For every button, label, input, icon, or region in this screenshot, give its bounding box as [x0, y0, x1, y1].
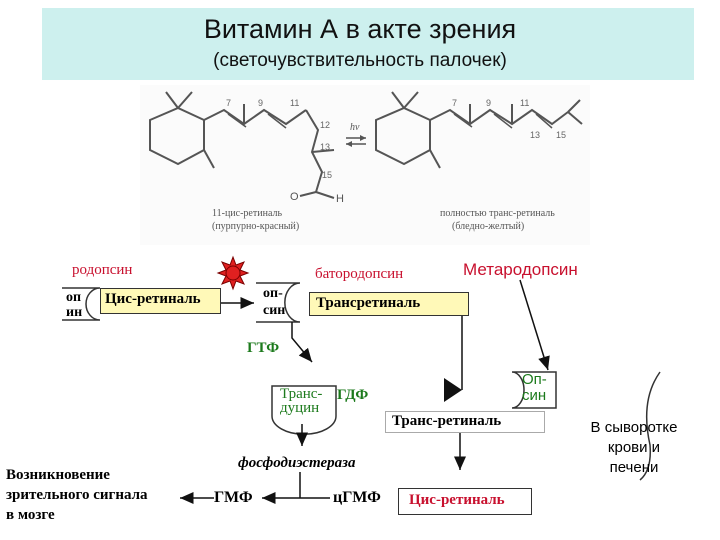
oxygen-label: O [290, 191, 299, 203]
opsin-middle-label: оп- син [263, 285, 285, 319]
gdf-label: ГДФ [337, 387, 369, 403]
transducin-label: Транс- дуцин [280, 386, 323, 416]
right-structure-caption-line1: полностью транс-ретиналь [440, 208, 555, 219]
light-burst-icon [216, 255, 250, 291]
gmf-label: ГМФ [214, 489, 253, 506]
transducin-bottom: дуцин [280, 400, 320, 416]
opsin-right-top: Оп- [522, 371, 547, 388]
opsin-right-bottom: син [522, 387, 547, 404]
opsin-right-label: Оп- син [522, 372, 547, 404]
serum-note-line3: печени [609, 459, 659, 476]
signal-line2: зрительного сигнала [6, 487, 148, 503]
atom-label-7-right: 7 [452, 98, 457, 108]
serum-note-line1: В сыворотке [590, 419, 678, 436]
trans-retinal-structure [375, 91, 583, 169]
atom-label-15-left: 15 [322, 170, 332, 180]
figure-background [140, 85, 590, 245]
opsin-mid-bottom: син [263, 303, 286, 318]
opsin-mid-top: оп- [263, 286, 283, 301]
serum-note-bracket [639, 371, 661, 481]
arrow-to-transducin [291, 322, 313, 363]
atom-label-11-left: 11 [290, 98, 299, 108]
atom-label-13-right: 13 [530, 130, 540, 140]
signal-note: Возникновение зрительного сигнала в мозг… [6, 465, 148, 525]
gtf-label: ГТФ [247, 340, 280, 356]
trans-retinal-label: Транс-ретиналь [385, 411, 545, 433]
transducin-top: Транс- [280, 386, 323, 402]
trans-retinal-box: Трансретиналь [309, 292, 469, 316]
left-structure-caption-line2: (пурпурно-красный) [212, 221, 299, 232]
atom-label-11-right: 11 [520, 98, 529, 108]
cis-retinal-structure [149, 91, 335, 199]
arrow-to-opsin-right [519, 279, 550, 371]
opsin-middle-shape [256, 282, 301, 323]
atom-label-7-left: 7 [226, 98, 231, 108]
atom-label-12-left: 12 [320, 120, 330, 130]
atom-label-13-left: 13 [320, 142, 330, 152]
opsin-left-shape [62, 287, 101, 321]
cis-retinal-bottom-box: Цис-ретиналь [398, 488, 532, 515]
title-banner [42, 8, 694, 80]
left-structure-caption-line1: 11-цис-ретиналь [212, 208, 282, 219]
hv-label: hν [350, 122, 360, 133]
bathorhodopsin-label: батородопсин [315, 266, 404, 282]
page-subtitle: (светочувствительность палочек) [213, 50, 507, 71]
phosphodiesterase-label: фосфодиэстераза [238, 455, 356, 471]
rhodopsin-label: родопсин [72, 262, 133, 278]
serum-note: В сыворотке крови и печени [575, 418, 693, 478]
cgmf-label: цГМФ [333, 489, 381, 506]
signal-line1: Возникновение [6, 467, 110, 483]
atom-label-9-left: 9 [258, 98, 263, 108]
opsin-left-label: оп ин [66, 290, 82, 320]
atom-label-9-right: 9 [486, 98, 491, 108]
atom-label-15-right: 15 [556, 130, 566, 140]
signal-line3: в мозге [6, 507, 55, 523]
hydrogen-label: H [336, 193, 344, 205]
page-title: Витамин А в акте зрения [203, 14, 517, 44]
opsin-left-bottom: ин [66, 305, 83, 320]
transducin-activation-triangle [444, 378, 462, 402]
opsin-right-shape [511, 371, 557, 409]
opsin-left-top: оп [66, 290, 82, 305]
cis-retinal-box: Цис-ретиналь [100, 288, 221, 314]
serum-note-line2: крови и [607, 439, 661, 456]
metarhodopsin-label: Метародопсин [463, 260, 578, 279]
right-structure-caption-line2: (бледно-желтый) [452, 221, 524, 232]
